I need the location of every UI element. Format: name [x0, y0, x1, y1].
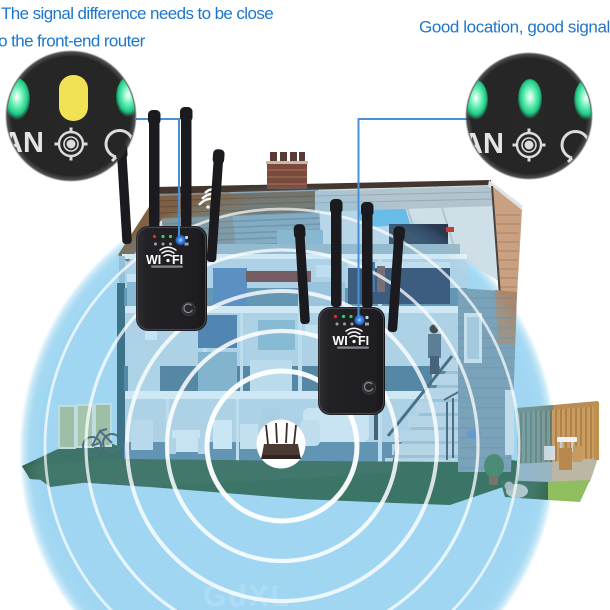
svg-text:FI: FI	[172, 253, 183, 267]
svg-text:The signal difference needs to: The signal difference needs to be close	[1, 4, 273, 23]
svg-text:WI: WI	[333, 334, 348, 348]
svg-text:WI: WI	[146, 253, 161, 267]
svg-text:Good location, good signal: Good location, good signal	[419, 18, 610, 37]
svg-text:to the front-end router: to the front-end router	[0, 32, 146, 51]
svg-text:GdXL: GdXL	[203, 580, 291, 610]
svg-text:FI: FI	[358, 334, 369, 348]
